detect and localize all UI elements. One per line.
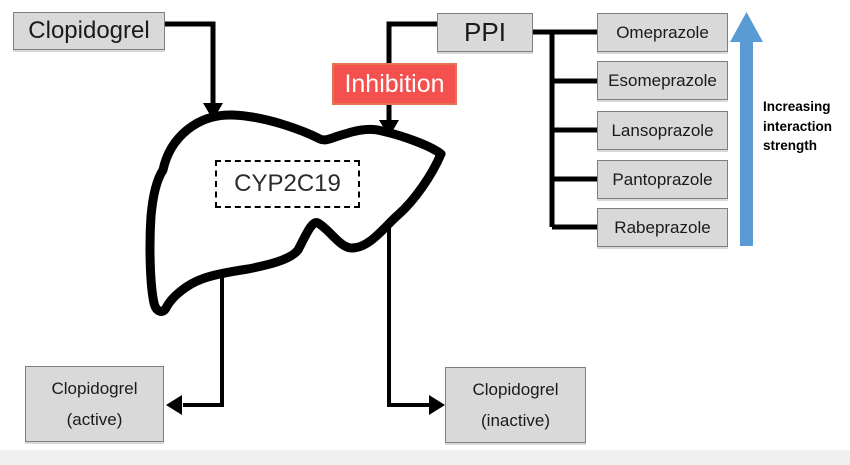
node-rabeprazole: Rabeprazole <box>597 208 728 247</box>
node-esomeprazole: Esomeprazole <box>597 61 728 100</box>
node-cyp2c19: CYP2C19 <box>215 160 360 208</box>
inactive-label-line2: (inactive) <box>481 411 550 430</box>
active-label-line1: Clopidogrel <box>51 379 138 398</box>
arrowhead-ppi-to-liver <box>379 120 399 137</box>
node-clopidogrel-inactive: Clopidogrel (inactive) <box>445 367 586 443</box>
annotation-line3: strength <box>763 138 817 153</box>
annotation-line1: Increasing <box>763 99 831 114</box>
arrowhead-liver-to-active <box>166 395 182 415</box>
node-omeprazole: Omeprazole <box>597 13 728 52</box>
inactive-label-line1: Clopidogrel <box>472 380 559 399</box>
inhibition-label: Inhibition <box>332 63 457 105</box>
arrow-clopidogrel-to-liver <box>165 21 216 104</box>
node-ppi: PPI <box>437 13 533 52</box>
annotation-line2: interaction <box>763 118 833 134</box>
active-label-line2: (active) <box>66 410 123 429</box>
node-lansoprazole: Lansoprazole <box>597 111 728 150</box>
arrowhead-clopidogrel-to-liver <box>203 103 223 120</box>
arrow-liver-to-active <box>183 273 224 407</box>
node-clopidogrel-active: Clopidogrel (active) <box>25 366 164 442</box>
node-pantoprazole: Pantoprazole <box>597 160 728 199</box>
interaction-strength-annotation: Increasing interaction strength <box>763 97 832 156</box>
liver-illustration <box>145 110 446 316</box>
footer-strip <box>0 450 850 465</box>
arrow-liver-to-inactive <box>387 222 430 407</box>
node-clopidogrel: Clopidogrel <box>13 12 165 50</box>
arrowhead-liver-to-inactive <box>429 395 445 415</box>
increasing-strength-arrow-icon <box>730 12 763 246</box>
